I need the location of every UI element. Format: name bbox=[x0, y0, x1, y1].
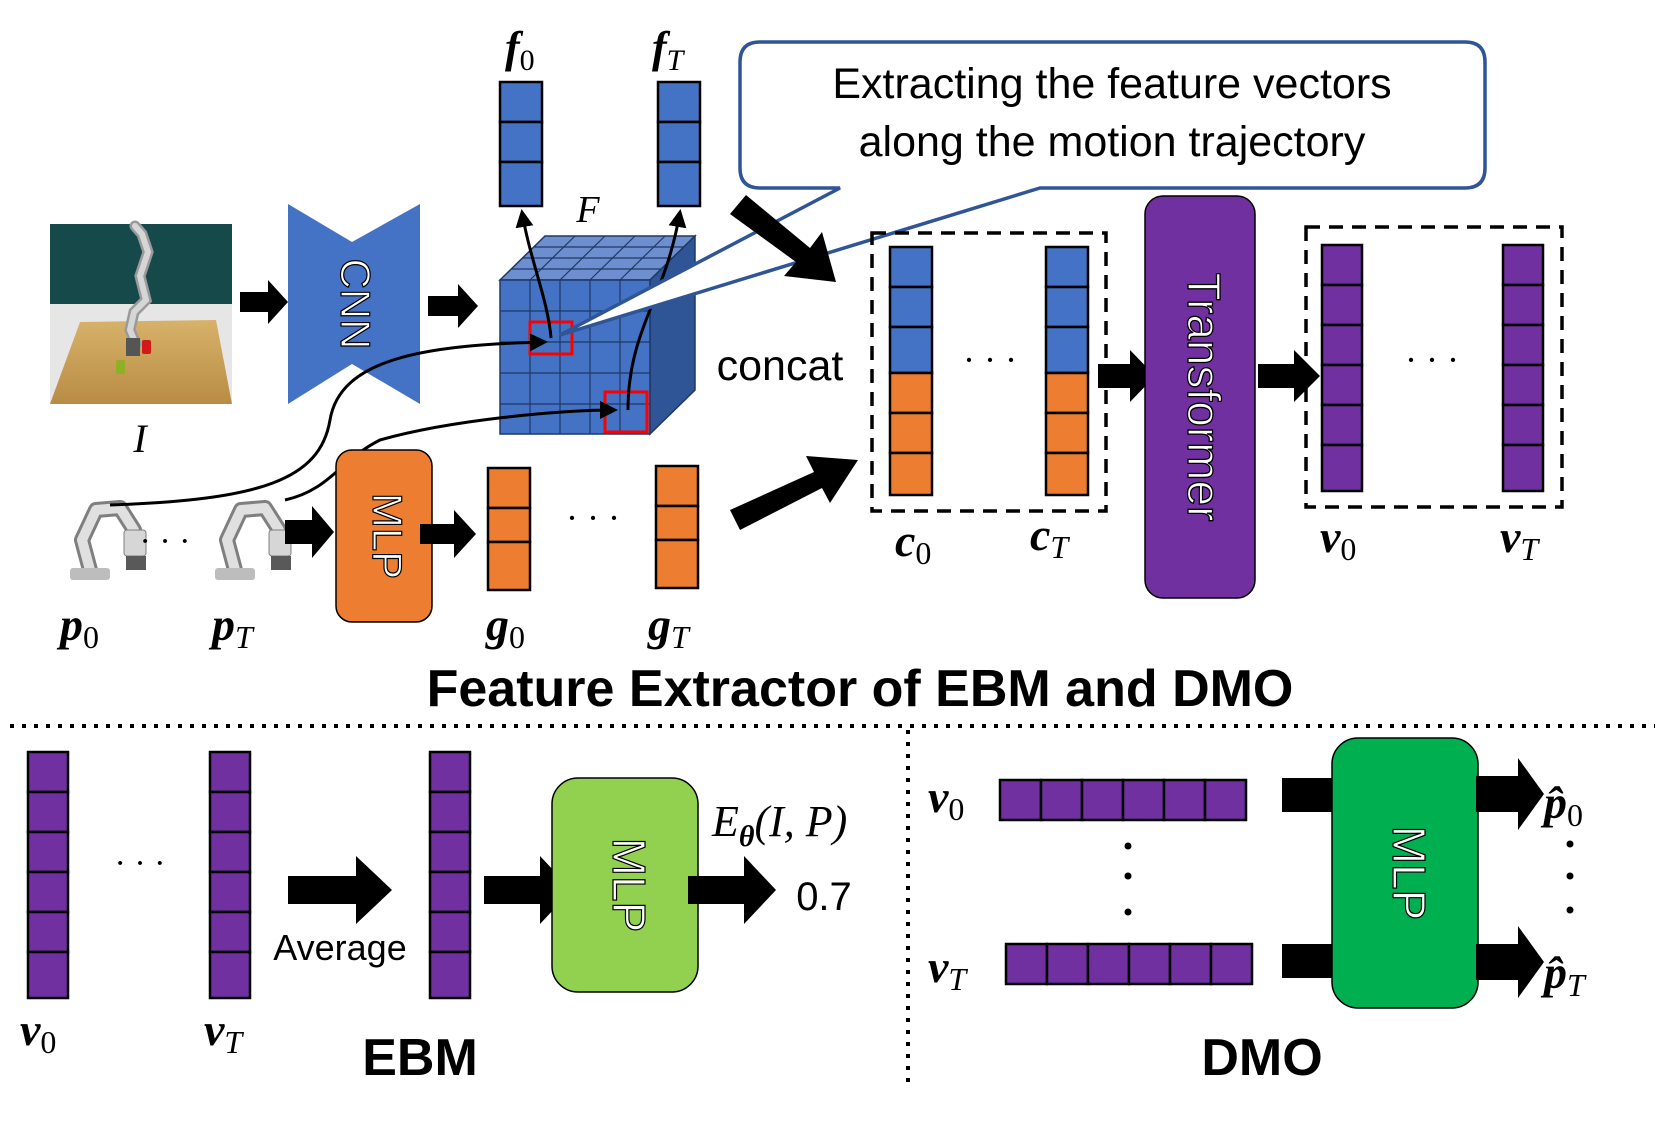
dmo-vertical-dots bbox=[1124, 842, 1132, 916]
feature-vector-fT bbox=[656, 80, 702, 208]
feature-map-grid bbox=[500, 235, 684, 434]
g0-vector bbox=[486, 466, 532, 592]
ebm-title: EBM bbox=[362, 1029, 478, 1087]
pose-mlp-label: MLP bbox=[364, 493, 411, 579]
dmo-vT-label: vT bbox=[928, 941, 968, 997]
trajectory-curve-pT bbox=[284, 401, 618, 502]
g-dots: · · · bbox=[566, 498, 620, 538]
v0-label-top: v0 bbox=[1320, 511, 1356, 567]
trajectory-curve-p0 bbox=[109, 333, 548, 507]
arrow-cell-to-f0 bbox=[515, 209, 553, 339]
robot-scene-image bbox=[50, 220, 232, 404]
arrow-transformer-to-v bbox=[1258, 350, 1320, 402]
dmo-v0-vector bbox=[998, 778, 1248, 822]
g0-label: g0 bbox=[485, 599, 525, 655]
ebm-vT-vector bbox=[208, 750, 252, 1000]
energy-output-value: 0.7 bbox=[796, 875, 852, 919]
arrow-p-to-mlp bbox=[285, 506, 334, 558]
arrow-average bbox=[288, 856, 392, 924]
v-dots-top: · · · bbox=[1405, 340, 1459, 380]
phatT-label: p̂T bbox=[1540, 947, 1587, 1003]
robot-arm-icon bbox=[70, 500, 147, 580]
section-title: Feature Extractor of EBM and DMO bbox=[427, 660, 1294, 718]
c-dots: · · · bbox=[963, 340, 1017, 380]
arrow-dmo-out-T bbox=[1476, 926, 1544, 998]
arrow-avg-to-mlp bbox=[484, 856, 572, 924]
ebm-mlp-label: MLP bbox=[603, 838, 655, 933]
feature-map-label: F bbox=[575, 189, 600, 231]
ebm-v0-label: v0 bbox=[20, 1004, 56, 1060]
transformer-label: Transformer bbox=[1178, 273, 1230, 522]
arrow-dmo-out-0 bbox=[1476, 758, 1544, 830]
arrow-cell-to-fT bbox=[626, 209, 687, 411]
arrow-c-to-transformer bbox=[1098, 350, 1155, 402]
cT-label: cT bbox=[1030, 509, 1070, 565]
p0-label: p0 bbox=[56, 599, 99, 655]
dmo-output-vertical-dots bbox=[1566, 840, 1574, 914]
pT-label: pT bbox=[208, 599, 255, 655]
dmo-mlp-block bbox=[1331, 737, 1479, 1009]
dmo-title: DMO bbox=[1201, 1029, 1322, 1087]
f0-label: f0 bbox=[505, 23, 535, 77]
feature-vector-f0 bbox=[498, 80, 544, 208]
gT-vector bbox=[654, 464, 700, 590]
dmo-vT-vector bbox=[1004, 942, 1254, 986]
ebm-vT-label: vT bbox=[204, 1004, 244, 1060]
energy-label: Eθ(I, P) bbox=[711, 797, 847, 853]
arrow-image-to-cnn bbox=[240, 280, 288, 324]
robot-arm-icon bbox=[215, 500, 292, 580]
c0-vector bbox=[888, 245, 934, 497]
p-dots: · · · bbox=[140, 523, 191, 560]
concat-label: concat bbox=[717, 342, 844, 390]
callout-line-1: Extracting the feature vectors bbox=[832, 60, 1391, 108]
arrow-cnn-to-feature bbox=[428, 284, 478, 328]
c0-label: c0 bbox=[895, 515, 931, 571]
arrow-mlp-to-g bbox=[420, 510, 476, 558]
average-label: Average bbox=[273, 927, 406, 968]
vT-label-top: vT bbox=[1500, 511, 1540, 567]
v-dashed-box bbox=[1304, 225, 1564, 509]
dmo-mlp-label: MLP bbox=[1383, 826, 1435, 921]
ebm-v-dots: · · · bbox=[115, 845, 166, 882]
vT-vector-top bbox=[1501, 243, 1545, 493]
callout-line-2: along the motion trajectory bbox=[859, 118, 1366, 166]
dmo-input-bar-top bbox=[1282, 778, 1334, 812]
transformer-block bbox=[1144, 195, 1256, 599]
phat0-label: p̂0 bbox=[1540, 777, 1583, 833]
cnn-block bbox=[288, 204, 420, 404]
arrow-features-to-concat bbox=[730, 195, 836, 282]
arrow-mlp-to-energy bbox=[688, 856, 776, 924]
arrow-g-to-concat bbox=[730, 456, 858, 530]
image-label: I bbox=[132, 416, 148, 461]
fT-label: fT bbox=[652, 23, 686, 77]
gT-label: gT bbox=[647, 599, 691, 655]
dmo-v0-label: v0 bbox=[928, 771, 964, 827]
cT-vector bbox=[1044, 245, 1090, 497]
cnn-label: CNN bbox=[332, 259, 379, 350]
ebm-averaged-vector bbox=[428, 750, 472, 1000]
dmo-input-bar-bottom bbox=[1282, 944, 1334, 978]
v0-vector-top bbox=[1320, 243, 1364, 493]
ebm-v0-vector bbox=[26, 750, 70, 1000]
